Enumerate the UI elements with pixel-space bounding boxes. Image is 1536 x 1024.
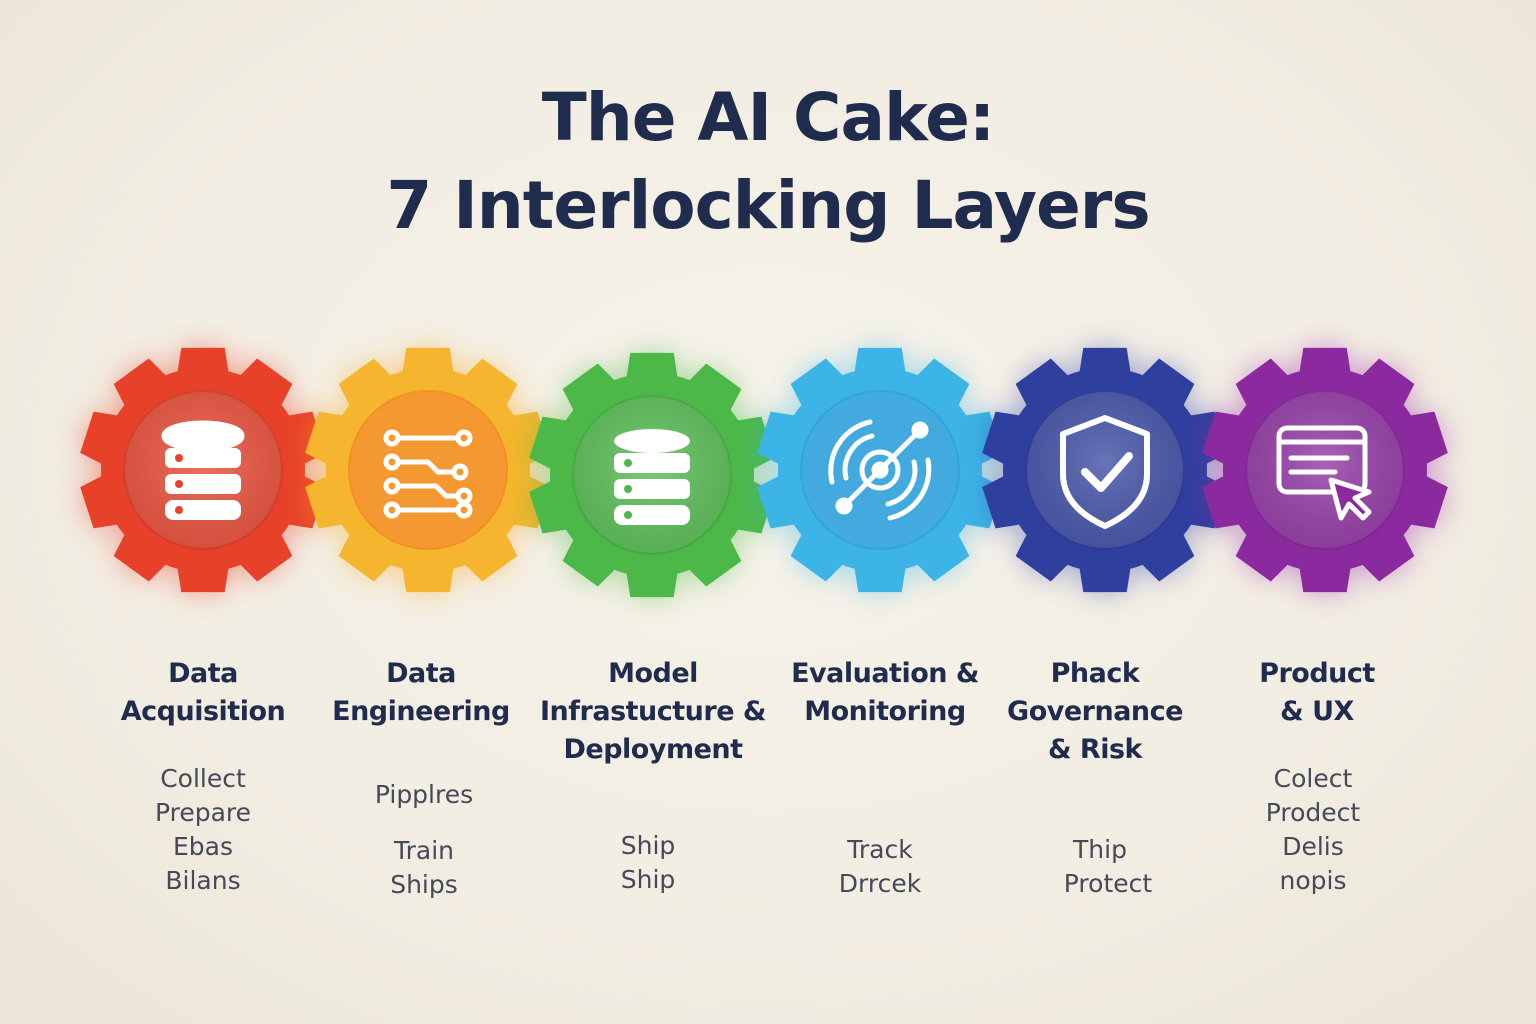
- server-icon: [614, 429, 690, 525]
- cursor-window-icon: [1276, 425, 1372, 521]
- target-icon: [828, 419, 932, 521]
- layer-label-evaluation-monitoring: Evaluation & Monitoring: [791, 658, 979, 727]
- layer-label-data-engineering: Data Engineering: [332, 658, 510, 727]
- list-item: Ships: [390, 870, 458, 899]
- gear-model-infrastructure: [522, 345, 782, 605]
- list-item: nopis: [1279, 866, 1347, 895]
- gear-product-ux: [1195, 340, 1455, 600]
- layer-label-model-infrastructure: Model Infrastucture & Deployment: [540, 658, 766, 765]
- shield-check-icon: [1060, 415, 1150, 529]
- list-item: Collect: [160, 764, 246, 793]
- list-item: Ebas: [172, 832, 233, 861]
- layer-label-data-acquisition: Data Acquisition: [120, 658, 286, 727]
- list-item: Ship: [620, 831, 676, 860]
- list-item: Train: [394, 836, 454, 865]
- list-item: Track: [847, 835, 913, 864]
- list-item: Bilans: [165, 866, 241, 895]
- list-item: Prodect: [1265, 798, 1361, 827]
- list-item: Thip: [1073, 835, 1127, 864]
- layer-items-data-acquisition: Collect Prepare Ebas Bilans: [103, 762, 303, 898]
- layer-items-evaluation-monitoring: Track Drrcek: [780, 833, 980, 901]
- list-item: Prepare: [154, 798, 252, 827]
- layer-items-data-engineering: Pipplres Train Ships: [324, 778, 524, 902]
- layer-label-product-ux: Product & UX: [1259, 658, 1375, 727]
- page-title-line-1: The AI Cake:: [541, 79, 996, 156]
- database-icon: [161, 420, 245, 520]
- layer-items-product-ux: Colect Prodect Delis nopis: [1213, 762, 1413, 898]
- gear-data-engineering: [298, 340, 558, 600]
- page-title-line-2: 7 Interlocking Layers: [386, 167, 1150, 244]
- list-item: Protect: [1063, 869, 1153, 898]
- list-item: Delis: [1282, 832, 1344, 861]
- list-item: Ship: [620, 865, 676, 894]
- gear-data-acquisition: [73, 340, 333, 600]
- circuit-icon: [383, 429, 473, 519]
- layer-items-model-infrastructure: Ship Ship: [548, 829, 748, 897]
- list-item: Pipplres: [374, 780, 474, 809]
- list-item: Colect: [1273, 764, 1353, 793]
- layer-items-governance-risk: Thip Protect: [1000, 833, 1200, 901]
- layer-label-governance-risk: Phack Governance & Risk: [1007, 658, 1183, 765]
- gear-governance-risk: [975, 340, 1235, 600]
- gear-evaluation-monitoring: [750, 340, 1010, 600]
- list-item: Drrcek: [838, 869, 922, 898]
